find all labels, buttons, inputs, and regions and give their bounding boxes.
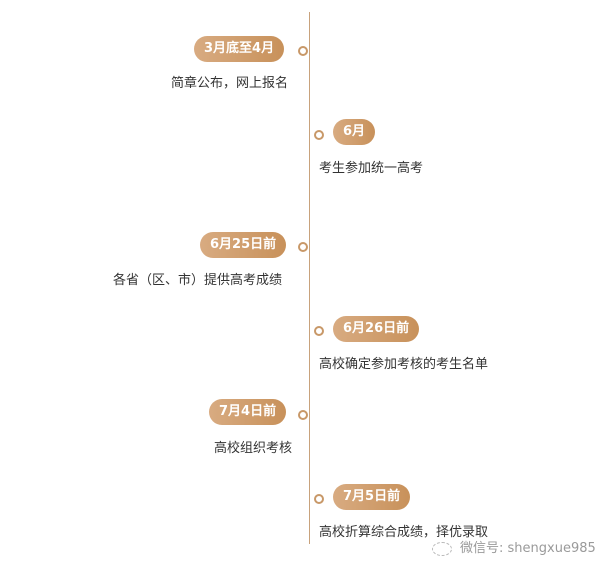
timeline-axis (309, 12, 310, 544)
date-badge: 7月4日前 (209, 399, 287, 425)
wechat-icon (432, 541, 452, 556)
timeline-node-icon (314, 326, 324, 336)
timeline-node-icon (298, 242, 308, 252)
timeline-node-icon (314, 494, 324, 504)
event-description: 简章公布，网上报名 (171, 76, 289, 91)
timeline-node-icon (298, 410, 308, 420)
event-description: 高校组织考核 (214, 441, 293, 456)
date-badge: 6月 (333, 119, 376, 145)
event-description: 高校确定参加考核的考生名单 (319, 357, 489, 372)
timeline-node-icon (314, 130, 324, 140)
date-badge: 6月26日前 (333, 316, 420, 342)
date-badge: 7月5日前 (333, 484, 411, 510)
event-description: 考生参加统一高考 (319, 161, 424, 176)
date-badge: 3月底至4月 (194, 36, 285, 62)
watermark: 微信号: shengxue985 (432, 537, 596, 556)
event-description: 各省（区、市）提供高考成绩 (113, 273, 283, 288)
event-description: 高校折算综合成绩，择优录取 (319, 525, 489, 540)
date-badge: 6月25日前 (200, 232, 287, 258)
timeline-node-icon (298, 46, 308, 56)
watermark-text: 微信号: shengxue985 (460, 541, 596, 556)
